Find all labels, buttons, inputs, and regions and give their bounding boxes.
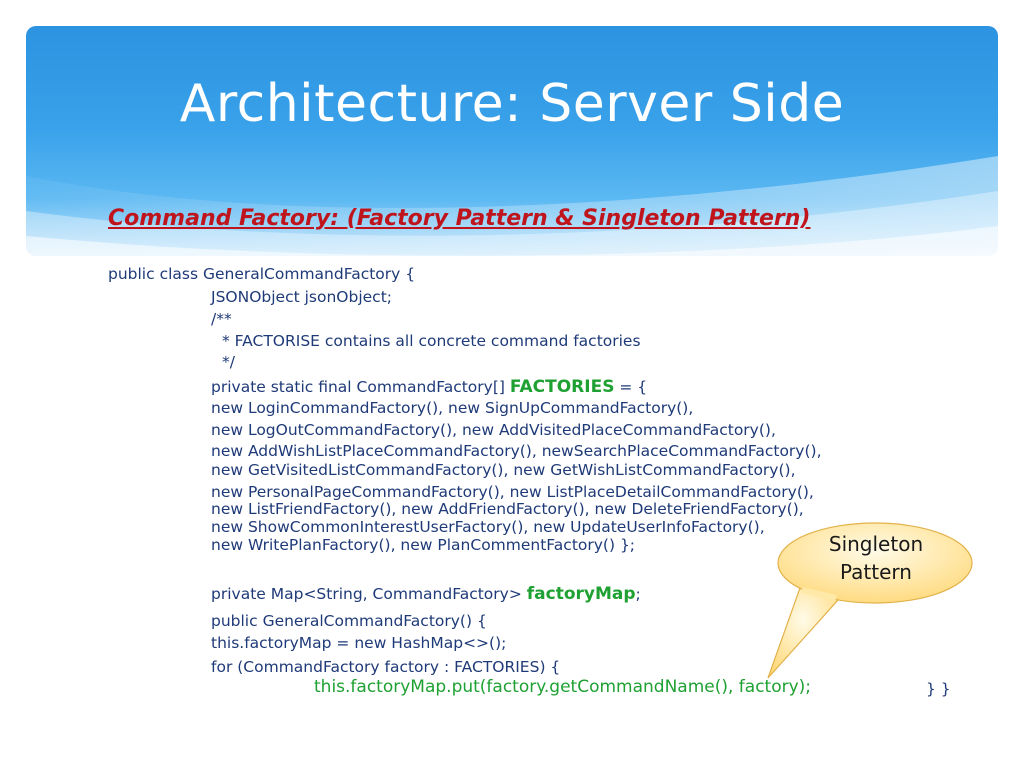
code-factories-suffix: = { bbox=[614, 378, 648, 396]
code-constructor: public GeneralCommandFactory() { bbox=[211, 612, 487, 630]
code-comment-open: /** bbox=[211, 310, 232, 328]
code-factory-line: new ShowCommonInterestUserFactory(), new… bbox=[211, 518, 765, 536]
code-factory-line: new PersonalPageCommandFactory(), new Li… bbox=[211, 483, 814, 501]
code-comment-body: * FACTORISE contains all concrete comman… bbox=[222, 332, 641, 350]
code-factory-line: new LogOutCommandFactory(), new AddVisit… bbox=[211, 421, 776, 439]
code-factories-declaration: private static final CommandFactory[] FA… bbox=[211, 377, 647, 397]
code-put-line: this.factoryMap.put(factory.getCommandNa… bbox=[314, 677, 812, 697]
code-factories-name: FACTORIES bbox=[509, 377, 615, 397]
callout-line-1: Singleton bbox=[828, 532, 924, 556]
code-map-declaration: private Map<String, CommandFactory> fact… bbox=[211, 584, 641, 604]
callout-text: Singleton Pattern bbox=[778, 530, 974, 586]
code-factory-line: new WritePlanFactory(), new PlanCommentF… bbox=[211, 536, 636, 554]
code-factory-line: new GetVisitedListCommandFactory(), new … bbox=[211, 461, 796, 479]
code-new-map: this.factoryMap = new HashMap<>(); bbox=[211, 634, 507, 652]
code-comment-close: */ bbox=[222, 353, 235, 371]
code-factory-line: new ListFriendFactory(), new AddFriendFa… bbox=[211, 500, 804, 518]
title-banner bbox=[26, 26, 998, 256]
code-class-declaration: public class GeneralCommandFactory { bbox=[108, 265, 416, 283]
singleton-callout-bubble bbox=[767, 522, 973, 679]
code-factory-line: new LoginCommandFactory(), new SignUpCom… bbox=[211, 399, 694, 417]
code-map-prefix: private Map<String, CommandFactory> bbox=[211, 585, 527, 603]
slide-subtitle: Command Factory: (Factory Pattern & Sing… bbox=[108, 206, 811, 231]
code-json-field: JSONObject jsonObject; bbox=[211, 288, 393, 306]
code-for-loop: for (CommandFactory factory : FACTORIES)… bbox=[211, 658, 561, 676]
banner-wave-decoration bbox=[26, 156, 998, 256]
code-factories-prefix: private static final CommandFactory[] bbox=[211, 378, 510, 396]
code-factory-line: new AddWishListPlaceCommandFactory(), ne… bbox=[211, 442, 822, 460]
slide-title: Architecture: Server Side bbox=[179, 74, 845, 134]
code-map-suffix: ; bbox=[635, 585, 641, 603]
code-closing-braces: } } bbox=[926, 680, 951, 698]
code-map-name: factoryMap bbox=[526, 584, 636, 604]
callout-line-2: Pattern bbox=[840, 560, 912, 584]
